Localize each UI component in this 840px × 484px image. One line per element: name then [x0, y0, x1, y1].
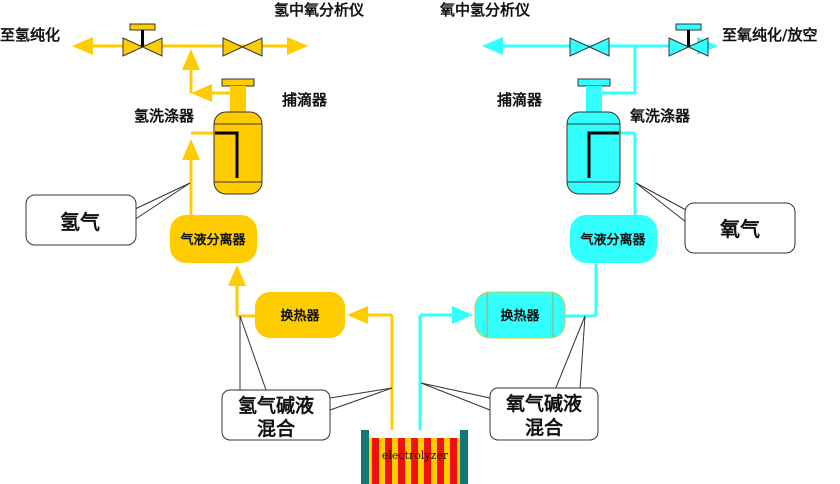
hydrogen-washer-tank [213, 111, 263, 195]
oxygen-gas-callout: 氧气 [635, 182, 796, 254]
hydrogen-demister-label: 捕滴器 [282, 91, 328, 109]
electrolyzer-stripes [372, 438, 457, 484]
hydrogen-to-purification-label: 至氢纯化 [0, 26, 60, 44]
hydrogen-mixture-callout: 氢气碱液 混合 [221, 315, 393, 441]
oxygen-mixture-text-1: 氧气碱液 [506, 392, 583, 415]
electrolyzer-stripe [437, 438, 444, 484]
oxygen-demister [577, 78, 611, 114]
oxygen-to-purification-label: 至氧纯化/放空 [722, 26, 817, 44]
electrolyzer-stripe [424, 438, 431, 484]
hydrogen-mixture-text-2: 混合 [257, 417, 296, 440]
oxygen-demister-label: 捕滴器 [497, 91, 543, 109]
oxygen-separator-label: 气液分离器 [580, 232, 646, 248]
electrolyzer-stripe [411, 438, 418, 484]
oxygen-mixture-text-2: 混合 [525, 416, 564, 439]
electrolyzer-label: electrolyzer [382, 449, 449, 462]
oxygen-analyzer-valve[interactable] [569, 37, 610, 57]
oxygen-control-valve[interactable] [668, 23, 709, 57]
electrolyzer: electrolyzer [361, 430, 468, 484]
oxygen-heat-exchanger: 换热器 [474, 291, 566, 339]
hydrogen-pipes [72, 37, 394, 430]
electrolyzer-stripe [450, 438, 457, 484]
hydrogen-analyzer-label: 氢中氧分析仪 [274, 1, 365, 19]
oxygen-washer-tank [566, 111, 621, 195]
oxygen-mixture-callout: 氧气碱液 混合 [420, 315, 599, 441]
hydrogen-gas-callout: 氢气 [25, 182, 191, 246]
hydrogen-separator-label: 气液分离器 [180, 232, 246, 248]
hydrogen-control-valve[interactable] [122, 23, 163, 57]
hydrogen-heat-exchanger: 换热器 [255, 292, 345, 338]
hydrogen-mixture-text-1: 氢气碱液 [238, 394, 315, 417]
hydrogen-analyzer-valve[interactable] [222, 37, 263, 57]
oxygen-pipes [418, 37, 718, 430]
hydrogen-heat-exchanger-label: 换热器 [280, 308, 320, 324]
oxygen-heat-exchanger-label: 换热器 [500, 308, 540, 324]
electrolyzer-stripe [372, 438, 379, 484]
electrolyzer-stripe [398, 438, 405, 484]
hydrogen-washer-label: 氢洗涤器 [134, 107, 195, 125]
electrolyzer-stripe [385, 438, 392, 484]
hydrogen-demister [221, 78, 255, 114]
hydrogen-separator: 气液分离器 [170, 215, 257, 263]
oxygen-separator: 气液分离器 [570, 215, 657, 263]
oxygen-washer-label: 氧洗涤器 [629, 107, 691, 125]
hydrogen-gas-callout-text: 氢气 [60, 210, 100, 234]
oxygen-analyzer-label: 氧中氢分析仪 [439, 1, 531, 19]
oxygen-gas-callout-text: 氧气 [719, 217, 760, 241]
